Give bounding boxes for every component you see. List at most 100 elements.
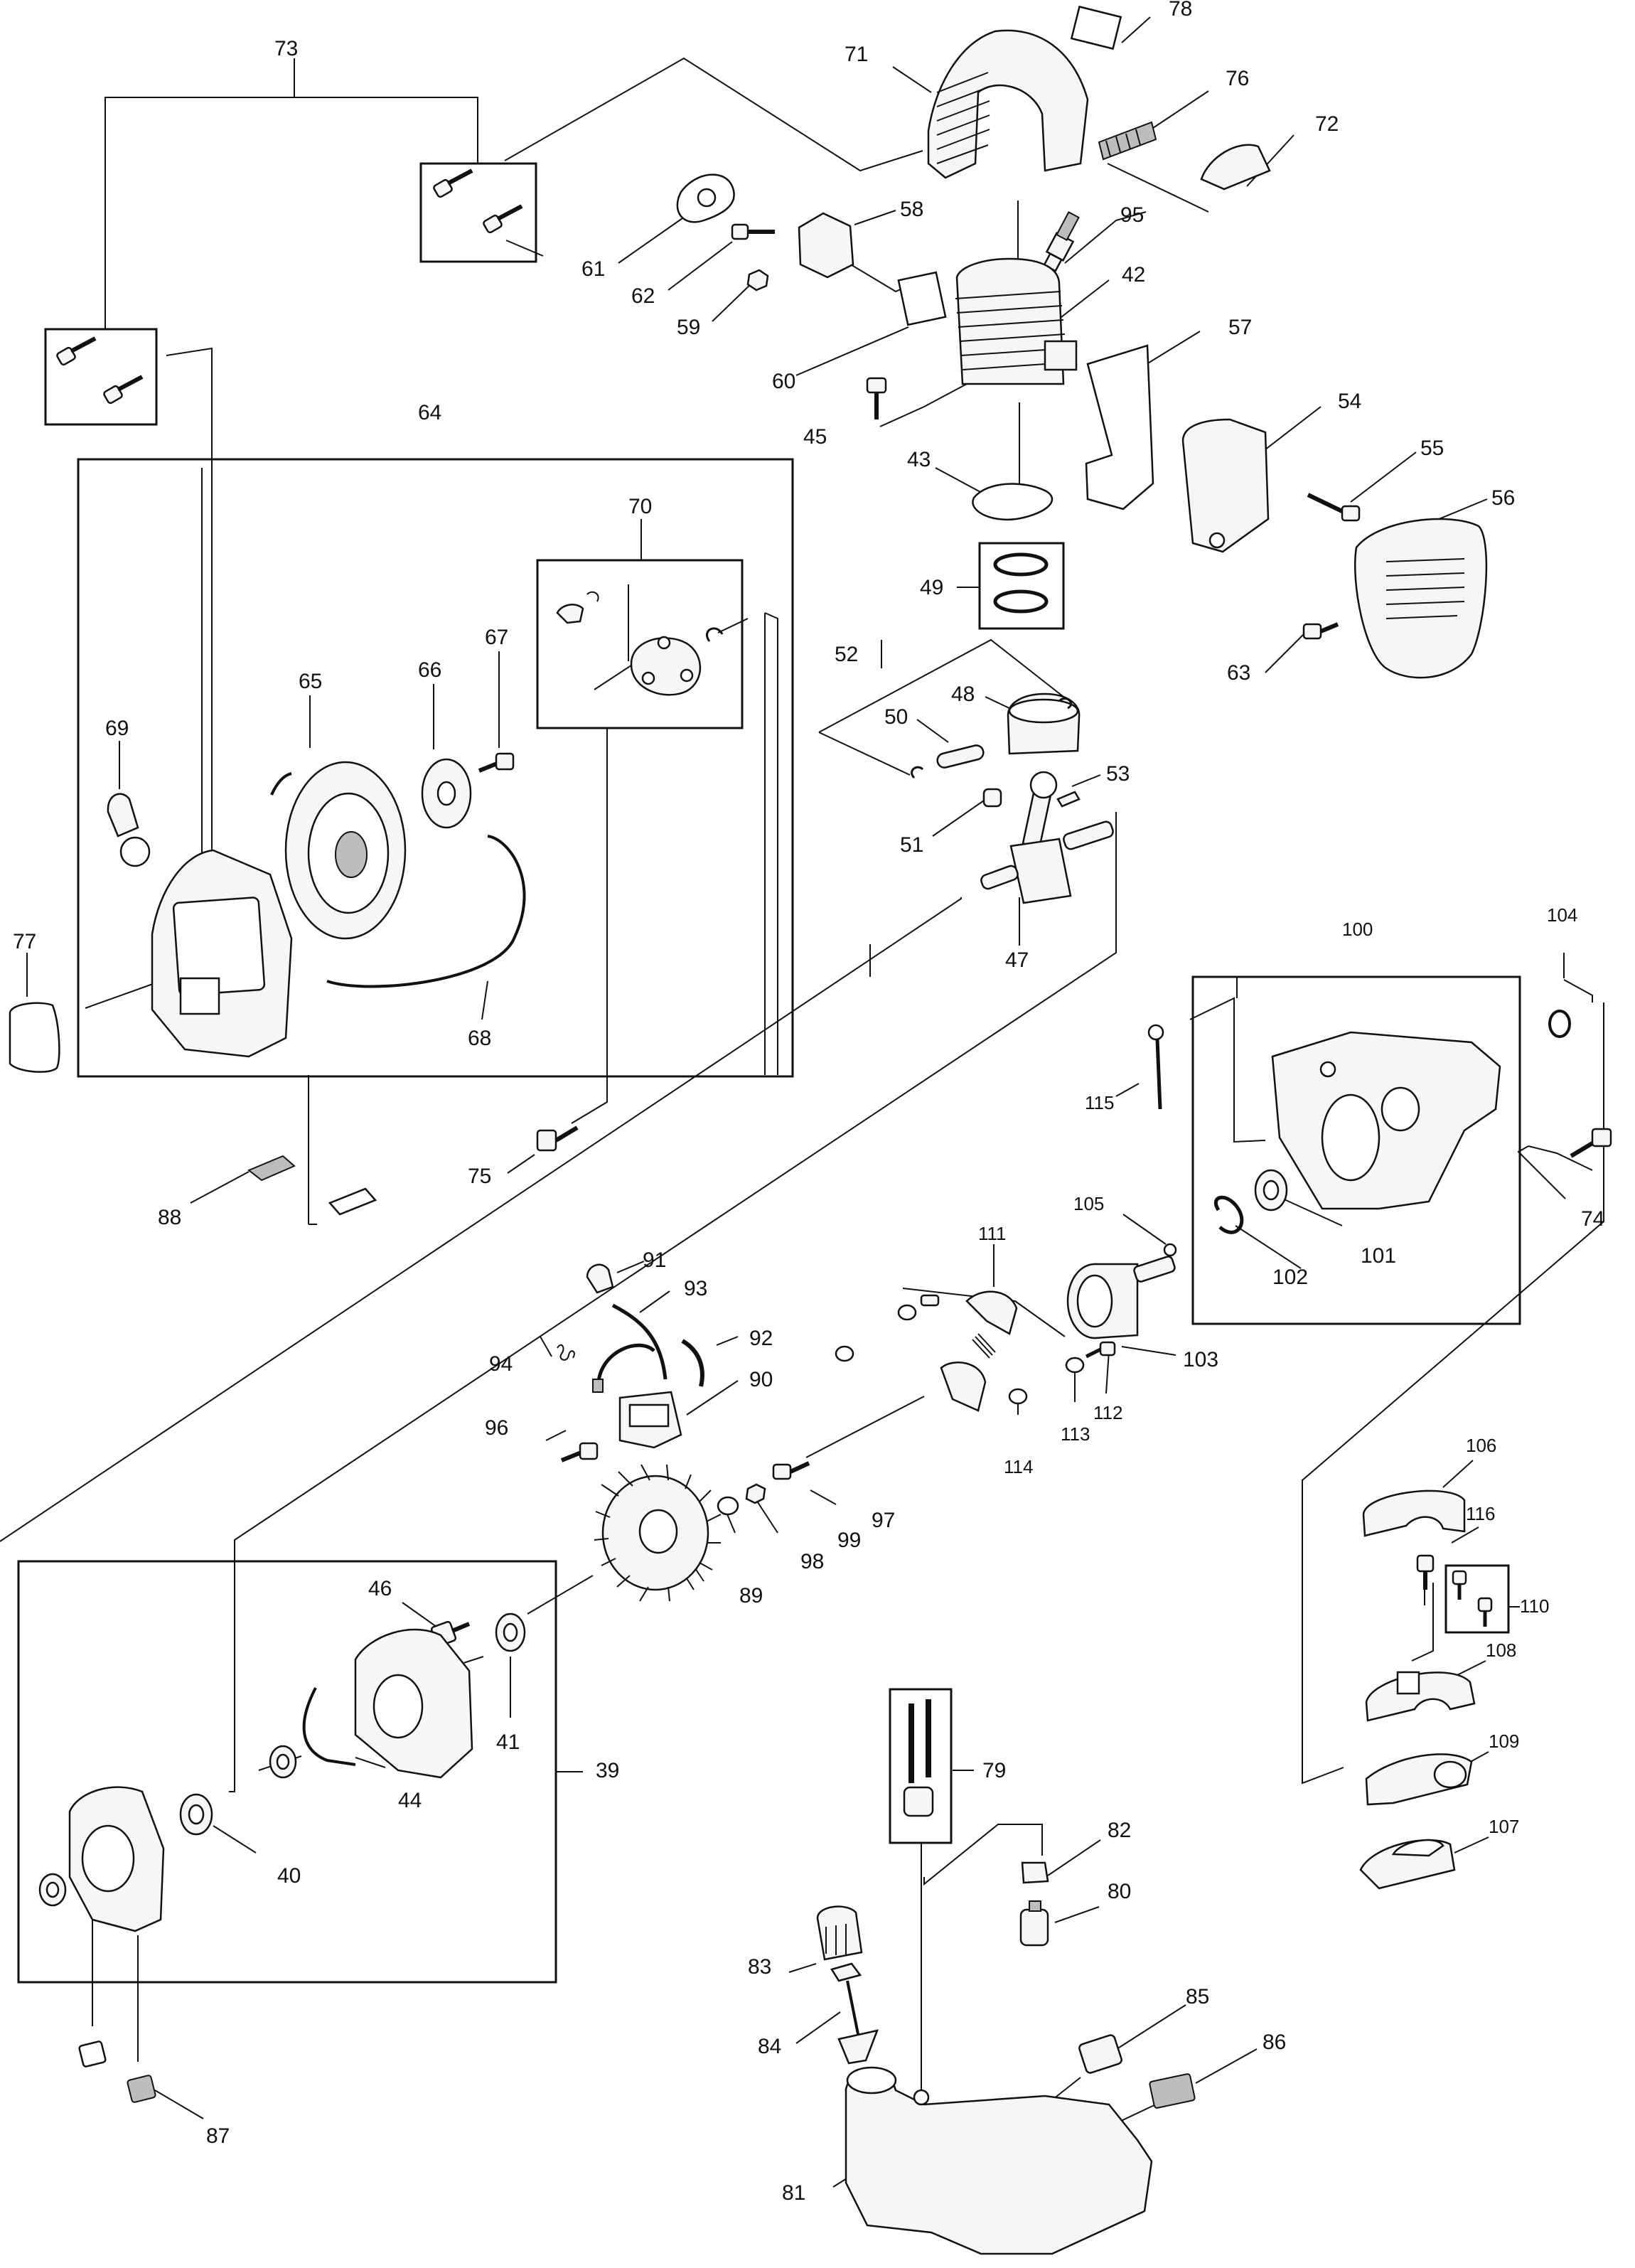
ring-104 (1548, 1010, 1571, 1038)
label-55: 55 (1420, 437, 1444, 460)
label-50: 50 (884, 705, 908, 729)
oil-seal-41 (495, 1612, 526, 1652)
fuel-pipe-set-79 (903, 1699, 934, 1817)
clamp-108 (1365, 1671, 1476, 1722)
damper-88 (247, 1155, 377, 1216)
label-51: 51 (900, 833, 923, 857)
label-44: 44 (398, 1789, 422, 1812)
label-60: 60 (772, 370, 795, 393)
box-73-upper (419, 162, 537, 263)
parts (9, 5, 1612, 2255)
label-115: 115 (1085, 1092, 1114, 1113)
piston-48 (1007, 692, 1081, 755)
label-76: 76 (1226, 67, 1249, 90)
rod-115 (1147, 1024, 1164, 1110)
bolt-55 (1307, 493, 1361, 522)
plug-boot-91 (586, 1263, 614, 1294)
label-90: 90 (749, 1368, 773, 1391)
label-62: 62 (631, 284, 655, 308)
clutch-parts (835, 1294, 996, 1412)
label-86: 86 (1263, 2031, 1286, 2054)
clutch-case-100 (1271, 1031, 1501, 1210)
clamp-109 (1365, 1753, 1473, 1806)
oil-seal (38, 1873, 67, 1907)
label-96: 96 (485, 1416, 508, 1440)
fuel-strainer-82 (1021, 1861, 1049, 1884)
washer-98 (717, 1496, 739, 1516)
insulator-block-58 (798, 212, 854, 279)
washer-113 (1065, 1357, 1085, 1374)
label-72: 72 (1315, 112, 1339, 136)
gasket-43 (972, 483, 1054, 521)
label-78 (1070, 5, 1122, 50)
label-54: 54 (1338, 390, 1361, 413)
label-92: 92 (749, 1327, 773, 1350)
circlip-102 (1213, 1195, 1244, 1234)
recoil-reel-65 (270, 761, 407, 940)
fuel-filter-80 (1019, 1900, 1049, 1947)
label-91: 91 (643, 1248, 666, 1272)
label-64: 64 (418, 401, 441, 424)
label-80: 80 (1108, 1880, 1131, 1903)
bolt-97 (772, 1461, 810, 1480)
label-77 (9, 1002, 60, 1073)
label-111: 111 (978, 1223, 1007, 1244)
insulator-76 (1098, 121, 1157, 161)
label-104: 104 (1547, 904, 1577, 926)
bearing-40 (179, 1793, 213, 1836)
heat-shield-57 (1085, 344, 1154, 510)
bolt-96 (560, 1442, 599, 1462)
box-49 (978, 542, 1065, 630)
bolt-62 (731, 223, 775, 240)
label-70: 70 (628, 495, 652, 518)
gasket-60 (897, 271, 947, 326)
label-83: 83 (748, 1955, 771, 1979)
label-108: 108 (1486, 1640, 1516, 1661)
screw-pair-73-lower (56, 336, 144, 405)
label-47: 47 (1005, 948, 1029, 972)
crankcase-half-44 (269, 1628, 473, 1779)
label-39: 39 (596, 1759, 619, 1782)
box-110 (1444, 1564, 1510, 1634)
label-106: 106 (1466, 1435, 1496, 1456)
label-45: 45 (803, 425, 827, 449)
bolt-75 (536, 1125, 579, 1152)
label-49: 49 (920, 576, 943, 599)
label-41: 41 (496, 1731, 520, 1754)
clutch-shoe-111 (965, 1290, 1018, 1335)
gasket-61 (676, 173, 735, 223)
label-105: 105 (1073, 1193, 1104, 1214)
label-98: 98 (800, 1550, 824, 1573)
bolt-67 (478, 752, 515, 773)
label-53: 53 (1106, 762, 1130, 786)
needle-bearing-51 (982, 788, 1002, 808)
starter-grip-69 (107, 793, 151, 867)
label-75: 75 (468, 1165, 491, 1188)
label-110: 110 (1520, 1595, 1549, 1617)
label-93: 93 (684, 1277, 707, 1300)
label-42: 42 (1122, 263, 1145, 287)
label-107: 107 (1489, 1816, 1519, 1837)
label-65: 65 (299, 670, 322, 693)
flywheel-89 (594, 1464, 722, 1602)
label-78: 78 (1169, 0, 1192, 21)
label-101: 101 (1361, 1244, 1396, 1268)
circlip-52a (911, 766, 924, 779)
cushion-86 (1149, 2073, 1196, 2109)
fuel-tank-cap-83 (816, 1905, 863, 1961)
crankcase-half-39 (68, 1786, 165, 1932)
high-tension-cord-93 (611, 1303, 668, 1380)
label-84: 84 (758, 2035, 781, 2058)
circlip-52b (1058, 697, 1073, 710)
label-112: 112 (1093, 1402, 1122, 1423)
label-114: 114 (1004, 1456, 1033, 1477)
washer-114 (1008, 1388, 1028, 1405)
clamp-107 (1359, 1839, 1456, 1890)
label-71: 71 (845, 43, 868, 66)
label-57: 57 (1228, 316, 1252, 339)
key-53 (1056, 791, 1081, 808)
label-95: 95 (1120, 203, 1144, 227)
label-61: 61 (581, 257, 605, 281)
label-87: 87 (206, 2124, 230, 2148)
